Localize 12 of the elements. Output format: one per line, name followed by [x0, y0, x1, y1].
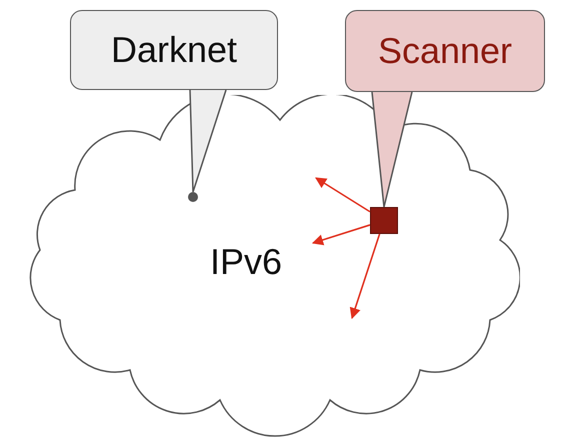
arrow: [350, 234, 380, 320]
callout-bubble: [70, 10, 278, 90]
arrow: [315, 177, 370, 212]
callout-bubble: [345, 10, 545, 92]
arrow: [312, 224, 370, 246]
callout-label: Scanner: [378, 30, 512, 72]
cloud-shape: [30, 95, 520, 437]
callout-label: Darknet: [110, 29, 238, 71]
callout-tail: [371, 91, 413, 208]
scanner-square: [370, 207, 398, 234]
callout-tail: [189, 89, 227, 193]
cloud-label: IPv6: [210, 241, 282, 283]
